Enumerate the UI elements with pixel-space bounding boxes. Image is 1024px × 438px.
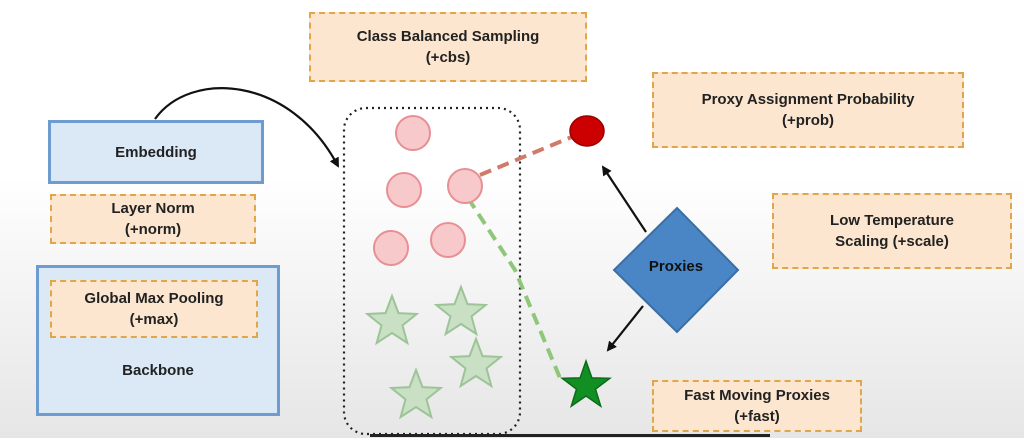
sample-batch-container [342, 106, 522, 436]
proxy-assignment-probability-title: Proxy Assignment Probability [701, 91, 915, 108]
proxies-to-green-arrow [606, 305, 644, 352]
fast-moving-proxies-title: Fast Moving Proxies [684, 387, 830, 404]
backbone-label: Backbone [122, 362, 194, 379]
sample-star [364, 293, 420, 346]
red-assignment-dashed-line [479, 134, 575, 177]
low-temperature-scaling-line2: Scaling (+scale) [835, 233, 949, 250]
class-balanced-sampling-tag: (+cbs) [425, 49, 471, 66]
class-balanced-sampling-box: Class Balanced Sampling (+cbs) [309, 12, 587, 82]
global-max-pooling-tag: (+max) [129, 311, 179, 328]
green-proxy-star [560, 358, 612, 409]
sample-circle [395, 115, 431, 151]
global-max-pooling-box: Global Max Pooling (+max) [50, 280, 258, 338]
proxies-diamond [612, 206, 740, 334]
sample-circle [430, 222, 466, 258]
proxy-assignment-probability-box: Proxy Assignment Probability (+prob) [652, 72, 964, 148]
proxies-to-red-arrow [601, 165, 647, 233]
proxies-label: Proxies [648, 258, 704, 275]
low-temperature-scaling-box: Low Temperature Scaling (+scale) [772, 193, 1012, 269]
fast-moving-proxies-box: Fast Moving Proxies (+fast) [652, 380, 862, 432]
sample-circle [447, 168, 483, 204]
layer-norm-title: Layer Norm [111, 200, 195, 217]
sample-circle [373, 230, 409, 266]
class-balanced-sampling-title: Class Balanced Sampling [356, 28, 540, 45]
layer-norm-box: Layer Norm (+norm) [50, 194, 256, 244]
red-proxy-circle [569, 115, 605, 147]
fast-moving-proxies-tag: (+fast) [734, 408, 780, 425]
sample-stars [364, 284, 504, 420]
embedding-label: Embedding [115, 143, 197, 161]
proxy-assignment-probability-tag: (+prob) [781, 112, 835, 129]
layer-norm-tag: (+norm) [124, 221, 182, 238]
embedding-box: Embedding [48, 120, 264, 184]
green-assignment-dashed-line [466, 196, 562, 379]
sample-star [433, 284, 489, 337]
sample-circle [386, 172, 422, 208]
green-proxy-star-shape [560, 358, 612, 409]
global-max-pooling-title: Global Max Pooling [84, 290, 224, 307]
embedding-to-batch-arrow [154, 87, 339, 168]
bottom-rule [370, 434, 770, 437]
sample-star [448, 336, 504, 389]
sample-star [388, 367, 444, 420]
low-temperature-scaling-line1: Low Temperature [830, 212, 954, 229]
